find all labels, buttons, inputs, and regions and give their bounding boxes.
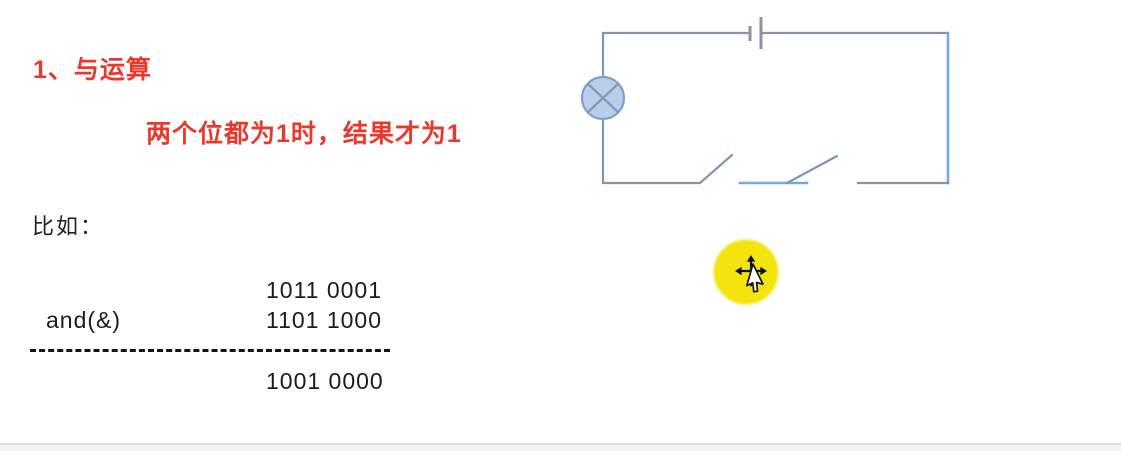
switch-open-icon (601, 153, 734, 185)
footer-bar (0, 443, 1121, 451)
lamp-icon (580, 31, 626, 185)
operator-label: and(&) (46, 307, 122, 333)
operation-result: 1001 0000 (266, 368, 384, 394)
cursor-highlight (712, 238, 780, 306)
switch-open-icon (738, 154, 839, 185)
move-cursor-icon (735, 255, 767, 293)
slide-subtitle: 两个位都为1时，结果才为1 (146, 120, 462, 148)
example-label: 比如： (32, 214, 105, 239)
operand-1: 1011 0001 (266, 277, 383, 303)
battery-icon (601, 17, 950, 49)
separator-dashed-line (30, 349, 390, 352)
circuit-diagram (580, 17, 950, 185)
slide-title: 1、与运算 (33, 56, 152, 84)
pointer-arrow-icon (745, 263, 764, 293)
operand-2: 1101 1000 (266, 307, 383, 333)
